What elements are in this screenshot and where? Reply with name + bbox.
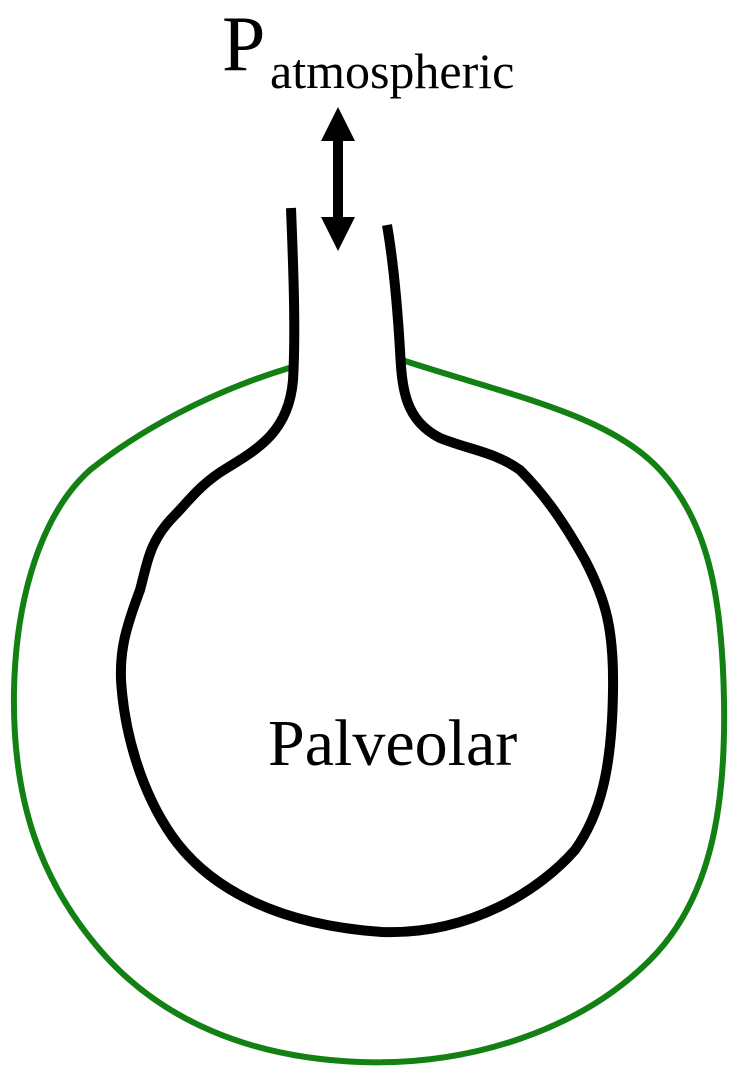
arrow-head-down [321, 217, 355, 251]
atmospheric-main-letter: P [222, 0, 265, 87]
alveolar-pressure-label: Palveolar [268, 707, 517, 780]
atmospheric-subscript: atmospheric [270, 43, 514, 99]
arrow-head-up [321, 107, 355, 141]
atmospheric-pressure-label: P atmospheric [222, 0, 514, 99]
arrow-shaft [333, 139, 343, 219]
double-vertical-arrow-icon [321, 107, 355, 251]
alveolus-outline [115, 207, 619, 938]
pleura-outline [10, 358, 728, 1066]
